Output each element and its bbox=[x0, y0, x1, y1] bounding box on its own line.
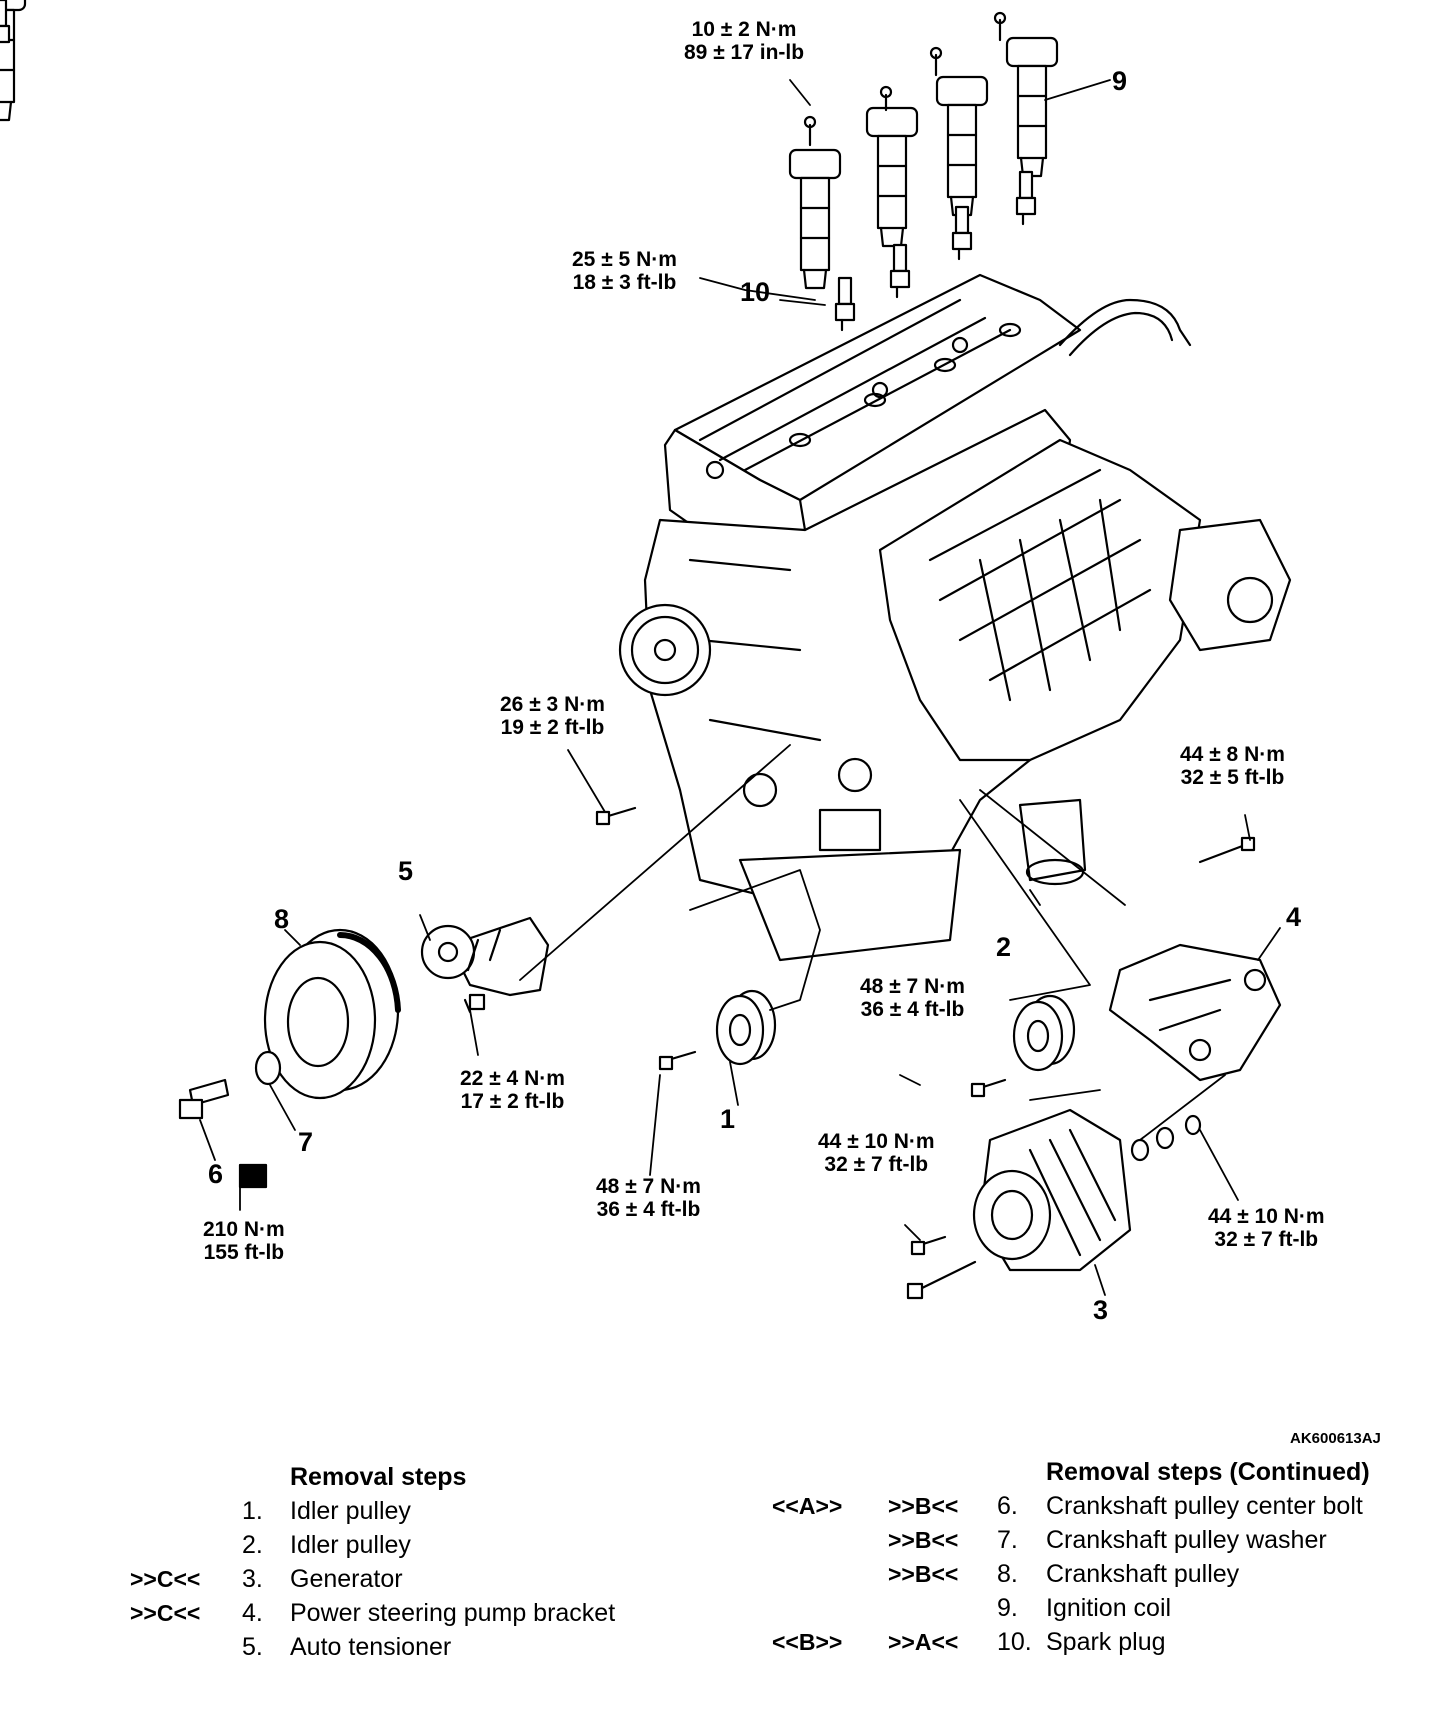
list-item: 9. Ignition coil bbox=[720, 1591, 1456, 1625]
torque-nm: 10 ± 2 N·m bbox=[691, 18, 797, 41]
leader-lines bbox=[199, 79, 1281, 1296]
step-note: >>C<< bbox=[130, 1600, 201, 1626]
torque-imperial: 32 ± 7 ft-lb bbox=[824, 1153, 929, 1176]
callout-2: 2 bbox=[996, 932, 1012, 962]
list-item: <<A>> >>B<< 6. Crankshaft pulley center … bbox=[720, 1489, 1456, 1523]
torque-generator-left: 44 ± 10 N·m 32 ± 7 ft-lb bbox=[818, 1130, 935, 1176]
callout-8: 8 bbox=[274, 904, 290, 934]
callout-5: 5 bbox=[398, 856, 414, 886]
torque-nm: 44 ± 10 N·m bbox=[1208, 1205, 1325, 1228]
step-text: Idler pulley bbox=[290, 1531, 411, 1559]
callout-4: 4 bbox=[1286, 902, 1302, 932]
torque-imperial: 17 ± 2 ft-lb bbox=[460, 1090, 565, 1113]
removal-steps-heading: Removal steps bbox=[290, 1463, 467, 1491]
step-text: Crankshaft pulley washer bbox=[1046, 1526, 1327, 1554]
torque-nm: 48 ± 7 N·m bbox=[860, 975, 965, 998]
torque-imperial: 36 ± 4 ft-lb bbox=[860, 998, 965, 1021]
torque-imperial: 36 ± 4 ft-lb bbox=[596, 1198, 701, 1221]
generator bbox=[972, 1108, 1202, 1272]
torque-spark-plug: 25 ± 5 N·m 18 ± 3 ft-lb bbox=[572, 248, 677, 294]
list-item: >>B<< 8. Crankshaft pulley bbox=[720, 1557, 1456, 1591]
idler-pulley-2 bbox=[1012, 994, 1076, 1072]
step-note-b: >>B<< bbox=[888, 1493, 959, 1519]
callout-10: 10 bbox=[740, 277, 771, 307]
torque-bracket-bolt: 44 ± 8 N·m 32 ± 5 ft-lb bbox=[1180, 743, 1285, 789]
torque-nm: 22 ± 4 N·m bbox=[460, 1067, 565, 1090]
torque-nm: 25 ± 5 N·m bbox=[572, 248, 677, 271]
torque-imperial: 32 ± 7 ft-lb bbox=[1214, 1228, 1319, 1251]
crankshaft-pulley-washer bbox=[254, 1050, 282, 1086]
torque-crank-bolt: 210 N·m 155 ft-lb bbox=[203, 1218, 285, 1264]
torque-nm: 48 ± 7 N·m bbox=[596, 1175, 701, 1198]
step-text: Power steering pump bracket bbox=[290, 1599, 616, 1627]
list-item: 1. Idler pulley bbox=[0, 1494, 720, 1528]
torque-nm: 26 ± 3 N·m bbox=[500, 693, 605, 716]
step-note-a: <<B>> bbox=[772, 1629, 843, 1655]
callout-9: 9 bbox=[1112, 66, 1128, 96]
step-text: Crankshaft pulley bbox=[1046, 1560, 1240, 1588]
torque-tensioner-upper: 26 ± 3 N·m 19 ± 2 ft-lb bbox=[500, 693, 605, 739]
torque-imperial: 32 ± 5 ft-lb bbox=[1180, 766, 1285, 789]
torque-nm: 210 N·m bbox=[203, 1218, 285, 1241]
step-number: 2. bbox=[242, 1531, 263, 1559]
step-number: 5. bbox=[242, 1633, 263, 1661]
callout-6: 6 bbox=[208, 1159, 224, 1189]
step-number: 9. bbox=[997, 1594, 1018, 1622]
torque-imperial: 18 ± 3 ft-lb bbox=[572, 271, 677, 294]
step-note-b: >>B<< bbox=[888, 1561, 959, 1587]
torque-imperial: 155 ft-lb bbox=[203, 1241, 285, 1264]
torque-idler1: 48 ± 7 N·m 36 ± 4 ft-lb bbox=[596, 1175, 701, 1221]
crank-socket bbox=[238, 1163, 268, 1189]
removal-steps: Removal steps 1. Idler pulley 2. Idler p… bbox=[0, 1460, 720, 1680]
torque-nm: 44 ± 8 N·m bbox=[1180, 743, 1285, 766]
step-number: 6. bbox=[997, 1492, 1018, 1520]
list-item: >>C<< 4. Power steering pump bracket bbox=[0, 1596, 720, 1630]
step-text: Crankshaft pulley center bolt bbox=[1046, 1492, 1363, 1520]
step-text: Generator bbox=[290, 1565, 403, 1593]
removal-steps-continued-heading: Removal steps (Continued) bbox=[1046, 1458, 1370, 1486]
spark-plugs bbox=[0, 0, 1037, 332]
step-number: 4. bbox=[242, 1599, 263, 1627]
step-number: 3. bbox=[242, 1565, 263, 1593]
callout-3: 3 bbox=[1093, 1295, 1109, 1325]
crankshaft-pulley-center-bolt bbox=[178, 1078, 230, 1120]
torque-generator-right: 44 ± 10 N·m 32 ± 7 ft-lb bbox=[1208, 1205, 1325, 1251]
removal-steps-continued: Removal steps (Continued) <<A>> >>B<< 6.… bbox=[720, 1455, 1456, 1675]
list-item: 5. Auto tensioner bbox=[0, 1630, 720, 1664]
torque-imperial: 19 ± 2 ft-lb bbox=[500, 716, 605, 739]
torque-tensioner-lower: 22 ± 4 N·m 17 ± 2 ft-lb bbox=[460, 1067, 565, 1113]
step-number: 7. bbox=[997, 1526, 1018, 1554]
exploded-engine-diagram bbox=[0, 0, 1292, 1300]
step-note-b: >>B<< bbox=[888, 1527, 959, 1553]
list-item: >>B<< 7. Crankshaft pulley washer bbox=[720, 1523, 1456, 1557]
torque-nm: 44 ± 10 N·m bbox=[818, 1130, 935, 1153]
callout-1: 1 bbox=[720, 1104, 736, 1134]
list-item: >>C<< 3. Generator bbox=[0, 1562, 720, 1596]
auto-tensioner bbox=[420, 916, 550, 1014]
step-text: Spark plug bbox=[1046, 1628, 1166, 1656]
step-number: 8. bbox=[997, 1560, 1018, 1588]
step-text: Idler pulley bbox=[290, 1497, 411, 1525]
idler-pulley-1 bbox=[715, 989, 777, 1066]
crankshaft-pulley bbox=[263, 928, 401, 1100]
step-note: >>C<< bbox=[130, 1566, 201, 1592]
engine-block bbox=[618, 273, 1292, 962]
list-item: 2. Idler pulley bbox=[0, 1528, 720, 1562]
step-number: 10. bbox=[997, 1628, 1032, 1656]
loose-bolts bbox=[595, 806, 1256, 1300]
step-text: Ignition coil bbox=[1046, 1594, 1172, 1622]
list-item: <<B>> >>A<< 10. Spark plug bbox=[720, 1625, 1456, 1659]
torque-imperial: 89 ± 17 in-lb bbox=[684, 41, 805, 64]
step-note-a: <<A>> bbox=[772, 1493, 843, 1519]
power-steering-pump-bracket bbox=[1108, 943, 1282, 1082]
step-text: Auto tensioner bbox=[290, 1633, 452, 1661]
torque-idler2: 48 ± 7 N·m 36 ± 4 ft-lb bbox=[860, 975, 965, 1021]
torque-coil-bolt: 10 ± 2 N·m 89 ± 17 in-lb bbox=[684, 18, 804, 64]
figure-id: AK600613AJ bbox=[1290, 1430, 1381, 1447]
step-number: 1. bbox=[242, 1497, 263, 1525]
step-note-b: >>A<< bbox=[888, 1629, 959, 1655]
callout-7: 7 bbox=[298, 1127, 314, 1157]
